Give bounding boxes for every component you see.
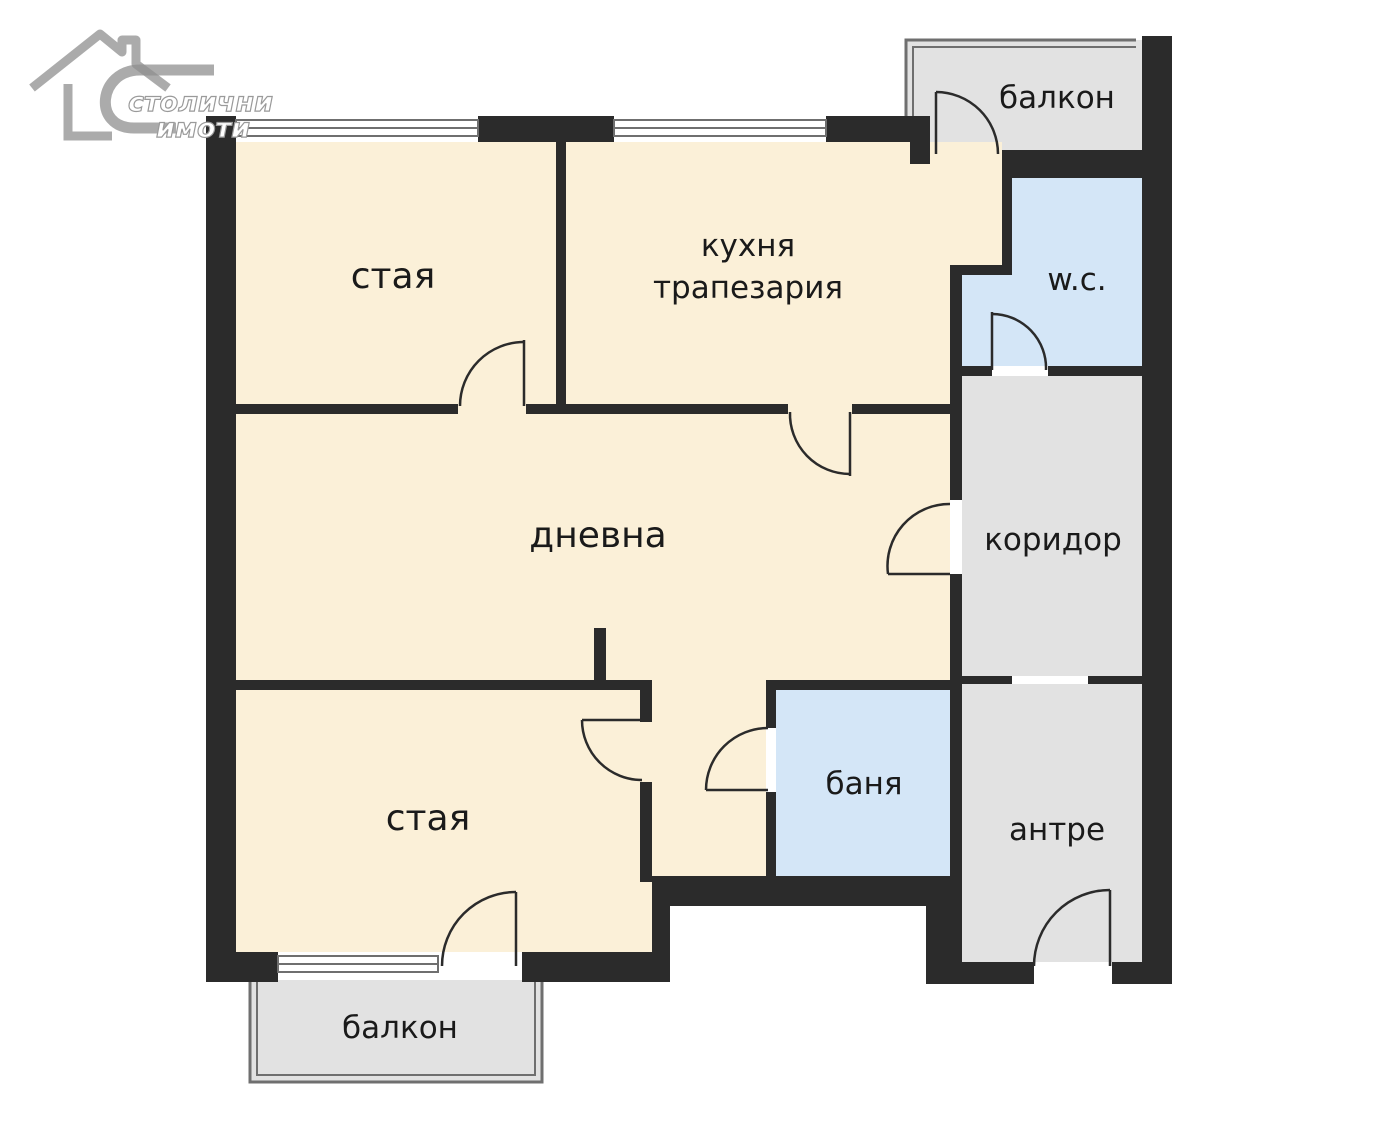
label-balcony-top: балкон [999,80,1115,116]
kitchen-floor [566,142,1002,412]
door-balcony-bottom [440,890,518,967]
balcony-bottom-area [248,980,544,1084]
door-room-bottom-left [580,718,643,782]
logo-line1: столични [128,87,273,118]
room-top-left-floor [236,142,556,412]
label-kitchen-line2: трапезария [653,270,843,306]
doors [440,90,1112,967]
door-corridor [886,502,951,576]
label-corridor: коридор [984,522,1122,558]
walls [206,36,1172,984]
door-entrance [1032,888,1112,967]
label-living: дневна [529,515,666,556]
living-floor [236,412,950,876]
label-kitchen-line1: кухня [701,228,795,264]
label-balcony-bottom: балкон [342,1010,458,1046]
windows [235,119,827,973]
room-fills [236,142,1142,962]
label-bath: баня [825,766,902,802]
bath-floor [776,690,950,876]
company-logo: столични имоти [29,29,274,145]
label-room-top-left: стая [351,256,435,297]
door-kitchen [788,411,852,476]
corridor-floor [962,376,1142,676]
door-bath [704,726,769,792]
door-wc [990,312,1048,371]
room-labels: стая кухня трапезария w.c. балкон дневна… [342,80,1122,1046]
door-balcony-top [934,90,1000,155]
label-wc: w.c. [1047,262,1106,298]
logo-line2: имоти [156,113,250,144]
door-room-top-left [458,340,526,407]
label-room-bottom-left: стая [386,798,470,839]
label-entrance: антре [1009,812,1105,848]
wc-floor [962,178,1142,366]
balcony-top-area [904,38,1142,150]
